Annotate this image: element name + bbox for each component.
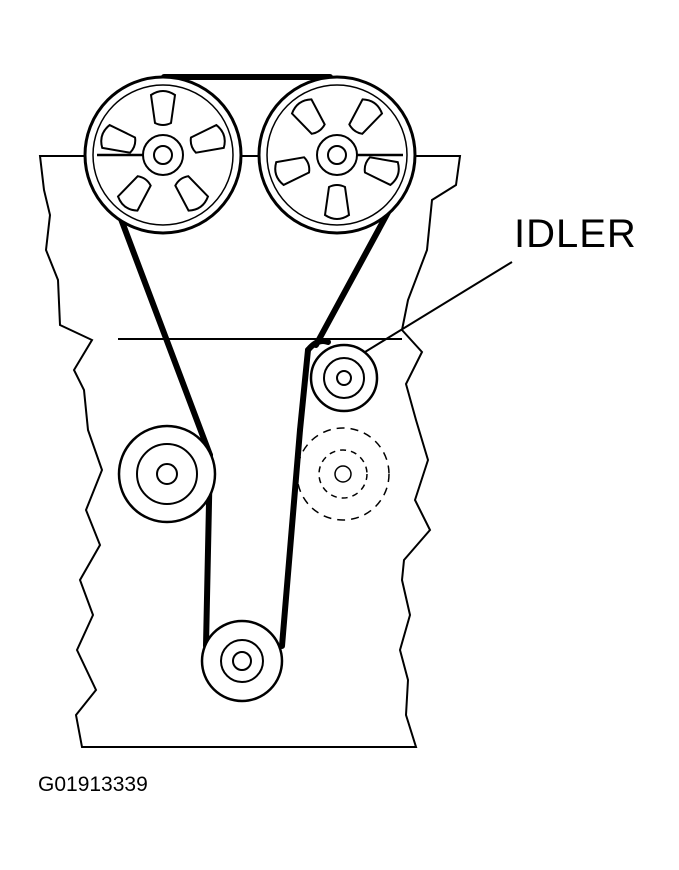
engine-block-outline	[38, 155, 462, 748]
left-camshaft-sprocket	[83, 75, 243, 235]
water-pump	[296, 427, 390, 521]
crankshaft-sprocket	[200, 619, 284, 703]
idler-pulley	[309, 343, 379, 413]
figure-id: G01913339	[38, 773, 148, 796]
tensioner-pulley	[117, 424, 217, 524]
idler-leader-line	[364, 261, 513, 353]
right-camshaft-sprocket	[257, 75, 417, 235]
idler-label: IDLER	[514, 212, 637, 256]
